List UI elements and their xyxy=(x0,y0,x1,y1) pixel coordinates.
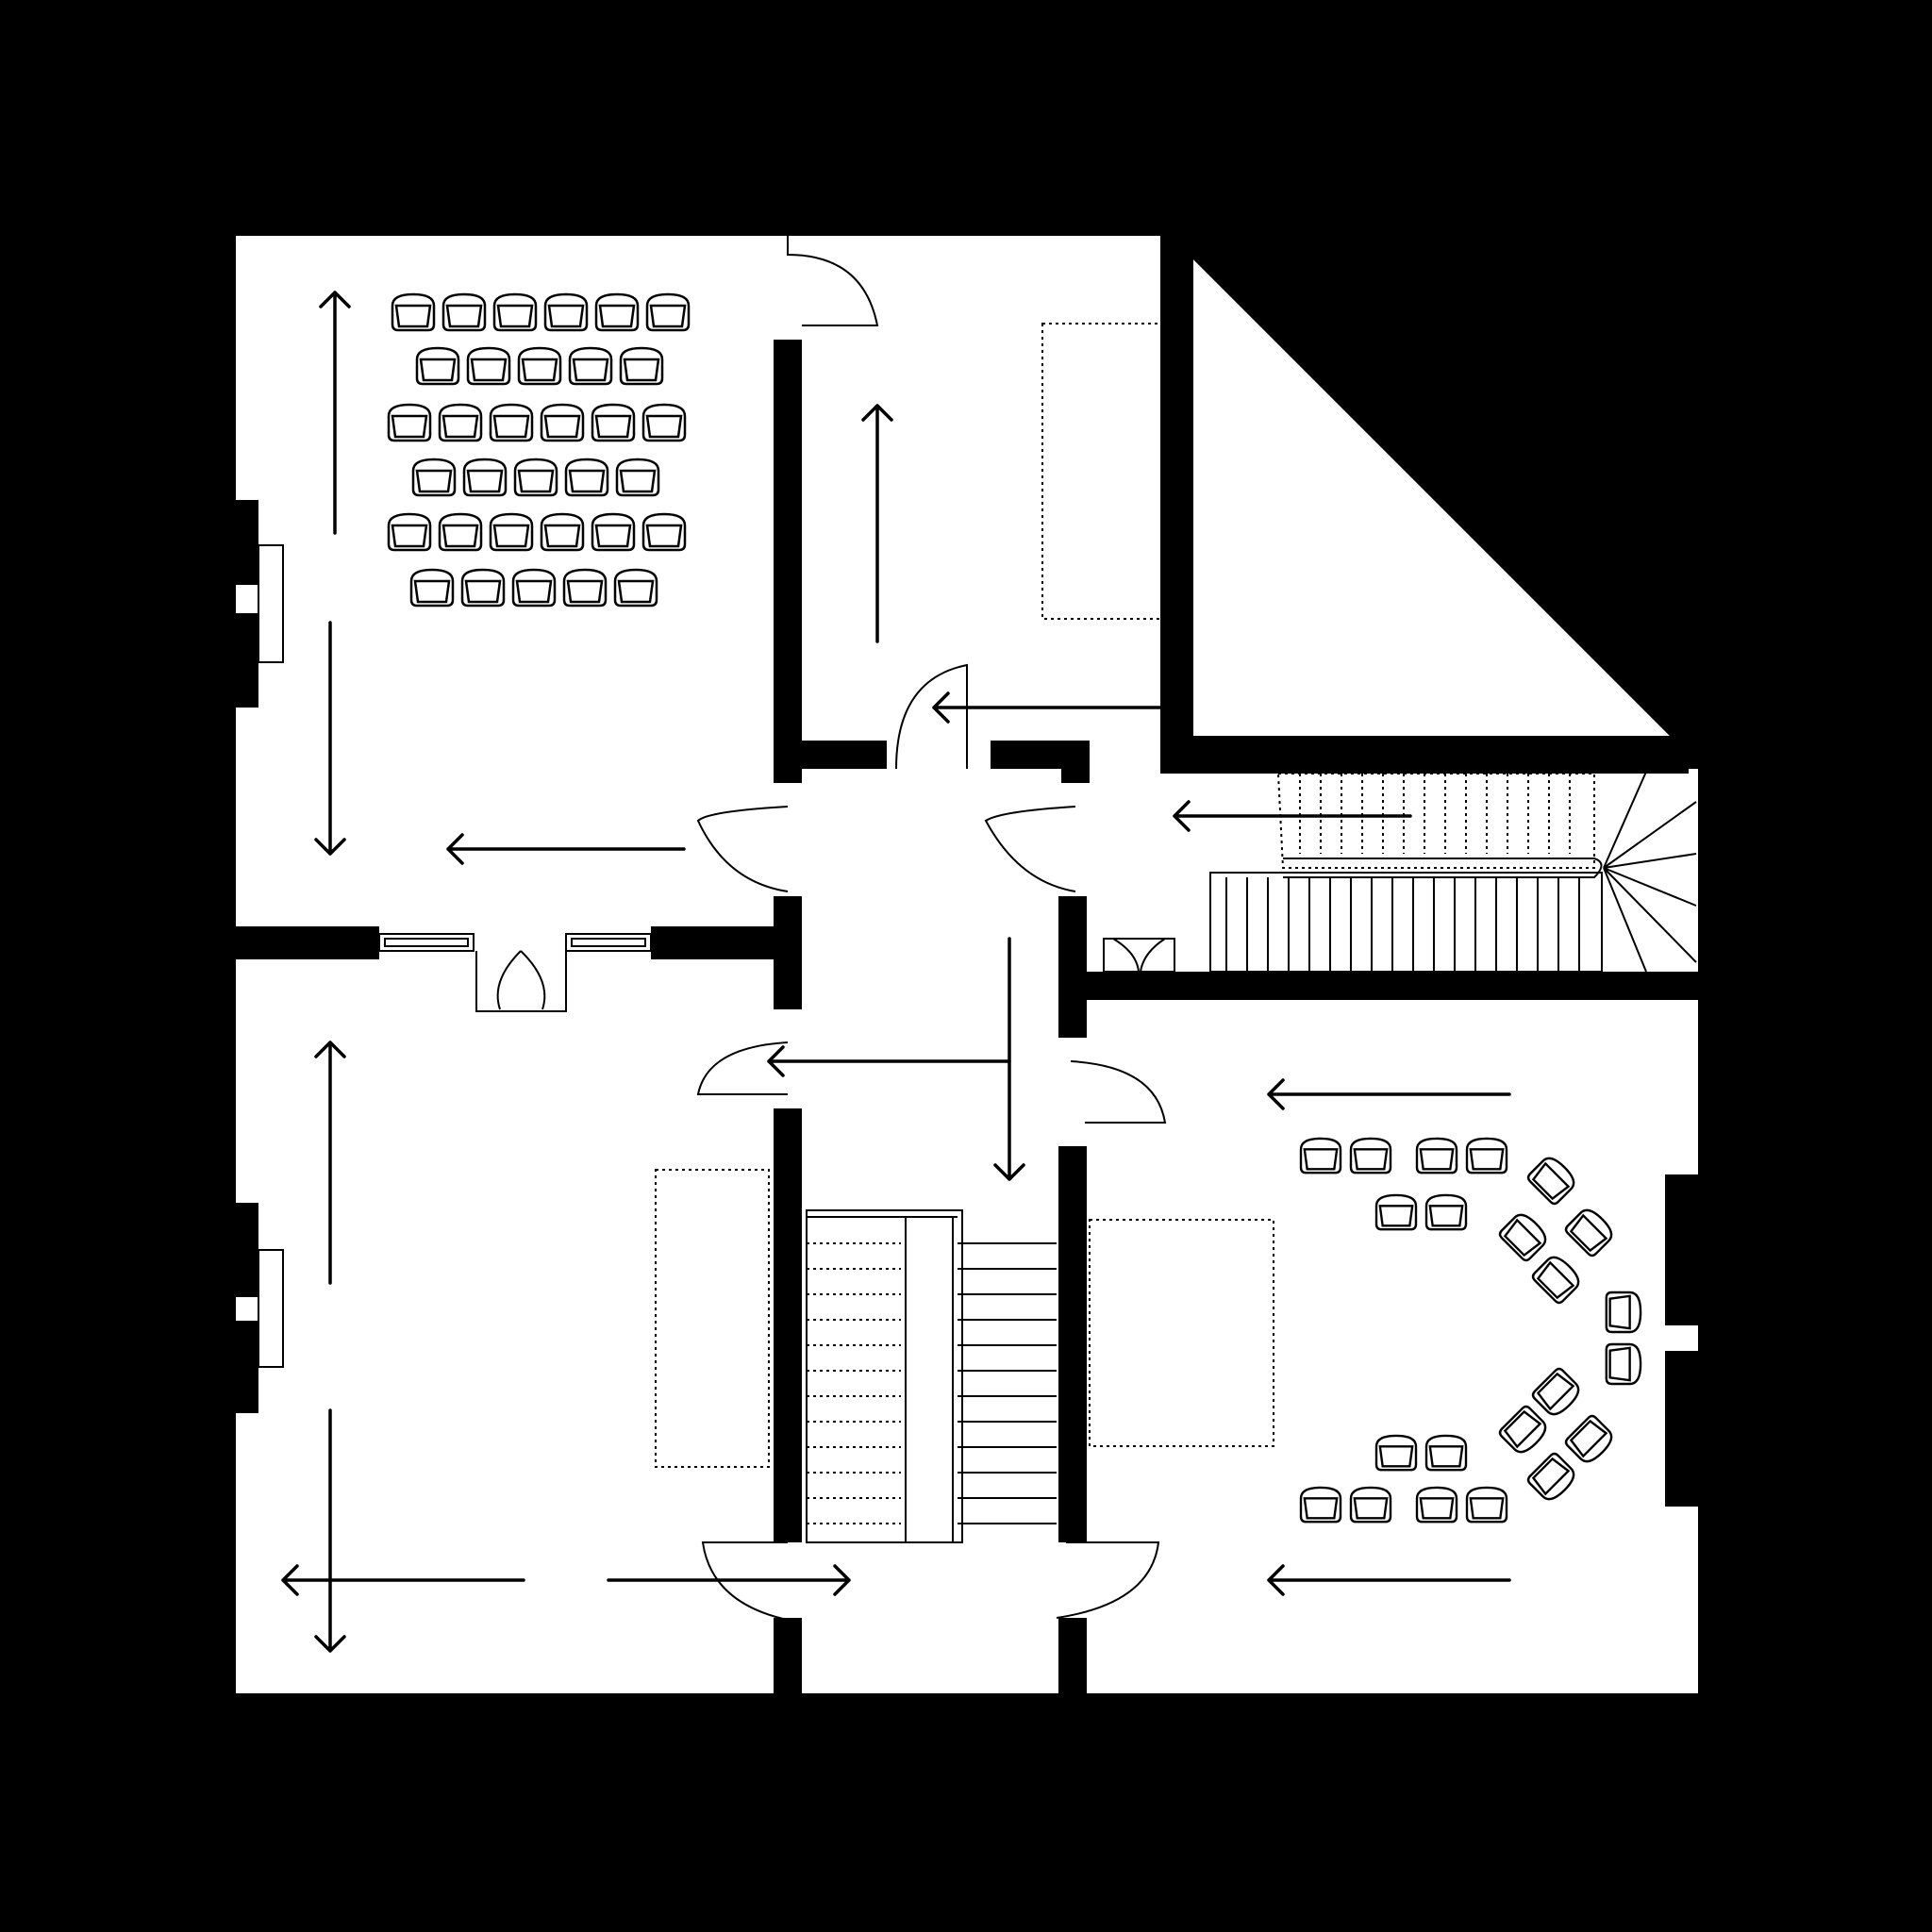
chair-icon xyxy=(1374,1434,1418,1472)
chair-icon xyxy=(540,512,585,552)
chair-icon xyxy=(568,346,613,386)
chair-icon xyxy=(1299,1486,1342,1524)
chair-icon xyxy=(1465,1486,1508,1524)
chair-icon xyxy=(517,346,562,386)
chair-icon xyxy=(591,403,636,442)
chair-icon xyxy=(415,346,460,386)
chair-icon xyxy=(438,403,483,442)
chair-icon xyxy=(492,292,538,332)
chair-icon xyxy=(462,458,508,497)
chair-icon xyxy=(409,568,455,608)
chair-icon xyxy=(594,292,640,332)
chair-icon xyxy=(615,458,660,497)
chair-icon xyxy=(1605,1342,1642,1386)
east-staircase xyxy=(1209,771,1697,973)
chair-icon xyxy=(1415,1137,1458,1174)
chair-icon xyxy=(438,512,483,552)
chair-icon xyxy=(513,458,558,497)
chair-icon xyxy=(641,512,687,552)
chair-icon xyxy=(411,458,457,497)
chair-icon xyxy=(591,512,636,552)
chair-icon xyxy=(1349,1137,1392,1174)
chair-icon xyxy=(564,458,609,497)
interior-walls xyxy=(219,340,1714,1712)
circulation-arrow-icon xyxy=(281,291,1511,1653)
chair-icon xyxy=(1374,1193,1418,1231)
chair-icon xyxy=(613,568,658,608)
chair-icon xyxy=(641,403,687,442)
dotted-zones xyxy=(655,323,1274,1468)
door-swing-icon xyxy=(696,236,1175,1624)
chair-icon xyxy=(466,346,511,386)
chair-icon xyxy=(489,403,534,442)
chair-icon xyxy=(387,512,432,552)
chair-icon xyxy=(441,292,487,332)
chair-icon xyxy=(540,403,585,442)
chair-icon xyxy=(543,292,589,332)
chair-icon xyxy=(1424,1193,1468,1231)
chair-icon xyxy=(511,568,557,608)
chair-icon xyxy=(645,292,691,332)
chair-icon xyxy=(1415,1486,1458,1524)
chair-icon xyxy=(619,346,664,386)
chair-icon xyxy=(1605,1291,1642,1334)
chair-icon xyxy=(391,292,436,332)
chair-icon xyxy=(1465,1137,1508,1174)
chair-icon xyxy=(387,403,432,442)
chair-icon xyxy=(460,568,506,608)
chair-icon xyxy=(1424,1434,1468,1472)
window-icon xyxy=(378,933,652,1012)
staircase-icon xyxy=(806,1209,1057,1543)
chair-icon xyxy=(1299,1137,1342,1174)
chair-icon xyxy=(1349,1486,1392,1524)
chair-icon xyxy=(489,512,534,552)
chair-icon xyxy=(562,568,608,608)
